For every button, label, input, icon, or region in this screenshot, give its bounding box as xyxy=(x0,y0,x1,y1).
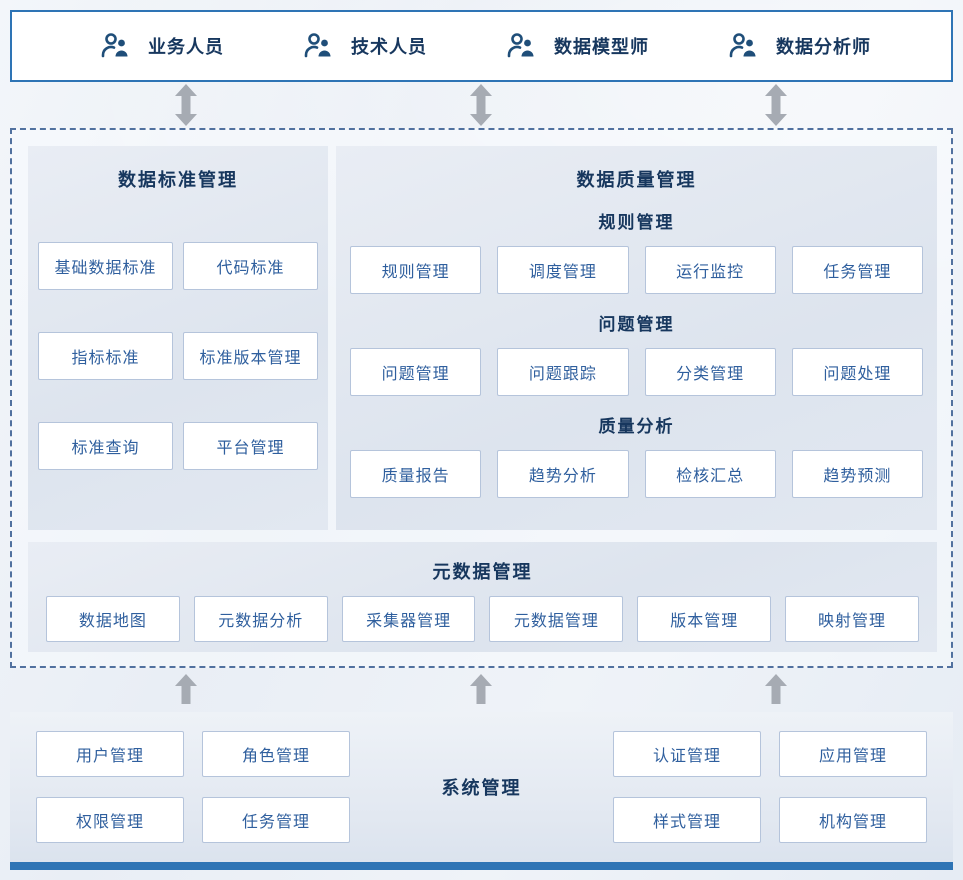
up-arrow-icon xyxy=(469,674,493,704)
panel-data-quality: 数据质量管理 规则管理 规则管理 调度管理 运行监控 任务管理 问题管理 问题管… xyxy=(336,146,937,530)
role-technical: 技术人员 xyxy=(301,29,427,63)
module-box: 版本管理 xyxy=(637,596,772,642)
role-label: 技术人员 xyxy=(351,37,427,57)
panel-title: 元数据管理 xyxy=(432,562,533,582)
module-box: 元数据分析 xyxy=(193,596,328,642)
module-box: 趋势预测 xyxy=(791,450,923,498)
role-label: 数据分析师 xyxy=(776,37,871,57)
module-box: 应用管理 xyxy=(779,731,927,777)
module-box: 数据地图 xyxy=(46,596,180,642)
system-left-grid: 用户管理 角色管理 权限管理 任务管理 xyxy=(36,731,350,843)
panel-metadata: 元数据管理 数据地图 元数据分析 采集器管理 元数据管理 版本管理 映射管理 xyxy=(28,542,937,652)
metadata-module-row: 数据地图 元数据分析 采集器管理 元数据管理 版本管理 映射管理 xyxy=(46,596,919,642)
module-box: 标准版本管理 xyxy=(183,332,318,380)
rule-mgmt-row: 规则管理 调度管理 运行监控 任务管理 xyxy=(350,246,923,294)
panel-data-standard: 数据标准管理 基础数据标准 代码标准 指标标准 标准版本管理 标准查询 平台管理 xyxy=(28,146,328,530)
module-box: 任务管理 xyxy=(791,246,923,294)
group-title-rule-mgmt: 规则管理 xyxy=(598,213,675,232)
module-box: 机构管理 xyxy=(779,797,927,843)
module-box: 认证管理 xyxy=(613,731,761,777)
module-box: 采集器管理 xyxy=(341,596,476,642)
role-data-analyst: 数据分析师 xyxy=(726,29,871,63)
group-title-quality-analysis: 质量分析 xyxy=(598,417,675,436)
module-box: 质量报告 xyxy=(350,450,482,498)
panel-system-management: 用户管理 角色管理 权限管理 任务管理 系统管理 认证管理 应用管理 样式管理 … xyxy=(10,712,953,870)
panel-title: 数据标准管理 xyxy=(118,170,238,190)
module-box: 问题处理 xyxy=(791,348,923,396)
module-box: 代码标准 xyxy=(183,242,318,290)
panel-title: 数据质量管理 xyxy=(576,170,697,190)
role-business: 业务人员 xyxy=(98,29,224,63)
up-arrow-icon xyxy=(764,674,788,704)
module-box: 元数据管理 xyxy=(489,596,624,642)
module-box: 平台管理 xyxy=(183,422,318,470)
users-icon xyxy=(504,29,538,63)
module-box: 基础数据标准 xyxy=(38,242,173,290)
module-box: 检核汇总 xyxy=(644,450,776,498)
double-arrow-icon xyxy=(469,84,493,126)
module-box: 样式管理 xyxy=(613,797,761,843)
users-icon xyxy=(301,29,335,63)
standard-module-grid: 基础数据标准 代码标准 指标标准 标准版本管理 标准查询 平台管理 xyxy=(38,242,318,470)
double-arrow-icon xyxy=(174,84,198,126)
role-label: 数据模型师 xyxy=(554,37,649,57)
module-box: 任务管理 xyxy=(202,797,350,843)
module-box: 权限管理 xyxy=(36,797,184,843)
up-arrow-icon xyxy=(174,674,198,704)
module-box: 趋势分析 xyxy=(497,450,629,498)
module-box: 用户管理 xyxy=(36,731,184,777)
module-box: 标准查询 xyxy=(38,422,173,470)
platform-container: 数据标准管理 基础数据标准 代码标准 指标标准 标准版本管理 标准查询 平台管理… xyxy=(10,128,953,668)
quality-analysis-row: 质量报告 趋势分析 检核汇总 趋势预测 xyxy=(350,450,923,498)
issue-mgmt-row: 问题管理 问题跟踪 分类管理 问题处理 xyxy=(350,348,923,396)
panel-title: 系统管理 xyxy=(441,778,522,798)
role-label: 业务人员 xyxy=(148,37,224,57)
group-title-issue-mgmt: 问题管理 xyxy=(598,315,675,334)
role-data-modeler: 数据模型师 xyxy=(504,29,649,63)
module-box: 规则管理 xyxy=(350,246,482,294)
module-box: 问题管理 xyxy=(350,348,482,396)
module-box: 问题跟踪 xyxy=(497,348,629,396)
module-box: 调度管理 xyxy=(497,246,629,294)
system-right-grid: 认证管理 应用管理 样式管理 机构管理 xyxy=(613,731,927,843)
module-box: 分类管理 xyxy=(644,348,776,396)
module-box: 运行监控 xyxy=(644,246,776,294)
roles-bar: 业务人员 技术人员 数据模型师 xyxy=(10,10,953,82)
module-box: 指标标准 xyxy=(38,332,173,380)
users-icon xyxy=(726,29,760,63)
module-box: 映射管理 xyxy=(785,596,919,642)
module-box: 角色管理 xyxy=(202,731,350,777)
double-arrow-icon xyxy=(764,84,788,126)
users-icon xyxy=(98,29,132,63)
